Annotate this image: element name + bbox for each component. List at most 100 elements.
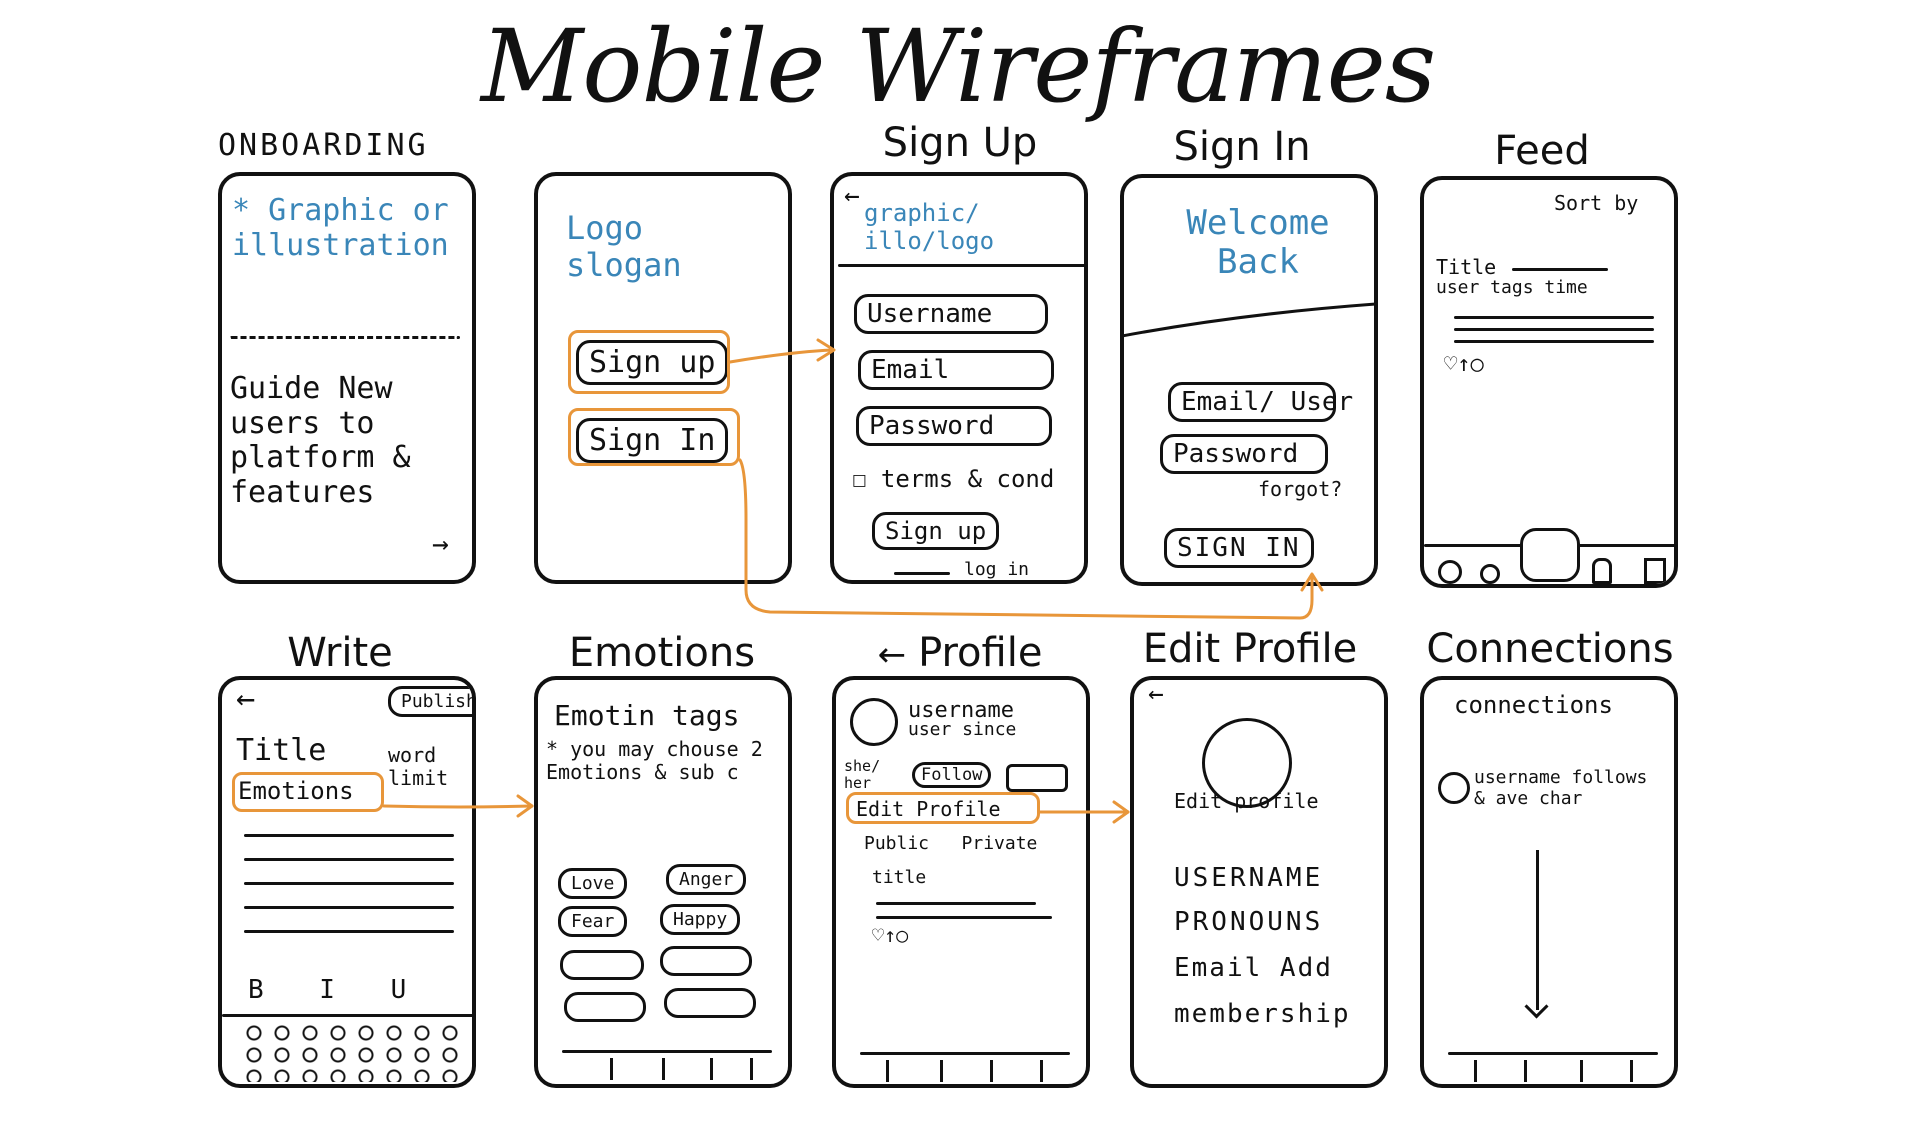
forgot-link[interactable]: forgot?	[1258, 477, 1343, 501]
publish-button[interactable]: Publish	[388, 686, 472, 717]
emotion-tag-empty[interactable]	[664, 988, 756, 1018]
emotion-tag-empty[interactable]	[560, 950, 644, 980]
emotion-tag-empty[interactable]	[564, 992, 646, 1022]
label-sign-in: Sign In	[1173, 124, 1311, 170]
emotion-tag-fear[interactable]: Fear	[558, 906, 628, 937]
feed-title-line	[1512, 268, 1608, 271]
tab-divider	[940, 1060, 943, 1082]
feed-post-actions[interactable]: ♡↑○	[1444, 352, 1484, 377]
field-membership[interactable]: membership	[1174, 999, 1351, 1029]
email-user-field[interactable]: Email/ User	[1168, 382, 1353, 422]
tab-divider	[750, 1058, 753, 1080]
phone-profile: username user since she/ her Follow Edit…	[832, 676, 1090, 1088]
tab-divider	[610, 1058, 613, 1080]
connection-item[interactable]: username follows & ave char	[1474, 767, 1648, 809]
tab-bookmark-icon[interactable]	[1644, 558, 1666, 584]
feed-text-line	[1454, 328, 1654, 331]
label-write: Write	[287, 630, 393, 676]
login-link[interactable]: log in	[964, 559, 1030, 580]
feed-post-title[interactable]: Title	[1436, 255, 1497, 279]
tab-divider	[1630, 1060, 1633, 1082]
tab-divider	[886, 1060, 889, 1082]
feed-text-line	[1454, 316, 1654, 319]
tab-divider	[1474, 1060, 1477, 1082]
label-profile-text: Profile	[918, 630, 1043, 676]
flow-arrow-signin	[738, 458, 1314, 620]
format-toolbar[interactable]: B I U	[248, 975, 427, 1005]
keyboard-keys[interactable]	[240, 1022, 460, 1082]
edit-profile-button[interactable]: Edit Profile	[856, 797, 1001, 821]
tab-divider	[710, 1058, 713, 1080]
back-arrow-icon[interactable]: ←	[1148, 679, 1164, 709]
username-field[interactable]: Username	[854, 294, 1048, 334]
label-profile: ← Profile	[830, 630, 1090, 676]
profile-post-line	[876, 916, 1052, 919]
edit-photo-link[interactable]: Edit profile	[1174, 789, 1319, 813]
emotion-tag-happy[interactable]: Happy	[660, 904, 741, 935]
profile-post-actions[interactable]: ♡↑○	[872, 923, 909, 947]
label-sign-up: Sign Up	[882, 120, 1038, 166]
password-field[interactable]: Password	[856, 406, 1052, 446]
tab-divider	[662, 1058, 665, 1080]
signup-graphic-note: graphic/ illo/logo	[864, 199, 995, 255]
field-username[interactable]: USERNAME	[1174, 863, 1324, 893]
emotion-tag-empty[interactable]	[660, 946, 752, 976]
signin-password-field[interactable]: Password	[1160, 434, 1328, 474]
terms-checkbox[interactable]: ☐ terms & cond	[852, 465, 1055, 493]
phone-sign-in: Welcome Back Email/ User Password forgot…	[1120, 174, 1378, 586]
highlight-emotions	[232, 772, 384, 812]
flow-arrow-emotions	[382, 804, 534, 809]
sign-up-button[interactable]: Sign up	[576, 340, 729, 385]
onboarding-graphic-note: * Graphic or illustration	[232, 193, 449, 263]
back-arrow-icon[interactable]: ←	[236, 679, 256, 717]
tab-divider	[990, 1060, 993, 1082]
back-arrow-icon[interactable]: ←	[844, 181, 860, 211]
profile-photo[interactable]	[1202, 718, 1292, 808]
phone-feed: Sort by Title user tags time ♡↑○	[1420, 176, 1678, 588]
tab-search-icon[interactable]	[1438, 560, 1462, 584]
message-button[interactable]	[1006, 764, 1068, 792]
emotions-selector[interactable]: Emotions	[238, 777, 354, 805]
page-title: Mobile Wireframes	[480, 8, 1436, 125]
write-text-line	[244, 906, 454, 909]
write-text-line	[244, 834, 454, 837]
welcome-back-text: Welcome Back	[1186, 203, 1330, 283]
logo-slogan: Logo slogan	[566, 209, 682, 284]
field-pronouns[interactable]: PRONOUNS	[1174, 907, 1324, 937]
sign-in-submit-button[interactable]: SIGN IN	[1164, 528, 1314, 568]
phone-emotions: Emotin tags * you may chouse 2 Emotions …	[534, 676, 792, 1088]
write-fab-icon[interactable]	[1520, 528, 1580, 582]
emotion-tag-love[interactable]: Love	[558, 868, 628, 899]
field-email[interactable]: Email Add	[1174, 953, 1333, 983]
signup-header-divider	[838, 264, 1084, 267]
tab-profile-icon[interactable]	[1592, 558, 1612, 584]
connections-heading: connections	[1454, 691, 1613, 719]
email-field[interactable]: Email	[858, 350, 1054, 390]
emotion-tags-note: * you may chouse 2 Emotions & sub c	[546, 737, 763, 784]
emotion-tag-anger[interactable]: Anger	[666, 864, 747, 895]
write-title-field[interactable]: Title	[236, 733, 327, 768]
profile-post-title: title	[872, 867, 927, 888]
profile-user-since: user since	[908, 719, 1017, 740]
follow-button[interactable]: Follow	[912, 762, 992, 788]
tab-clock-icon[interactable]	[1480, 564, 1500, 584]
label-onboarding: ONBOARDING	[218, 128, 429, 163]
sign-up-submit-button[interactable]: Sign up	[872, 512, 1000, 550]
tab-divider	[1580, 1060, 1583, 1082]
sort-by-dropdown[interactable]: Sort by	[1554, 191, 1639, 215]
sign-in-button[interactable]: Sign In	[576, 418, 729, 463]
login-dash	[894, 572, 950, 575]
word-limit-text: word limit	[388, 743, 449, 790]
next-arrow-icon[interactable]: →	[432, 527, 449, 560]
signin-curve-divider	[1124, 302, 1374, 338]
feed-post-meta: user tags time	[1436, 277, 1588, 298]
label-feed: Feed	[1494, 128, 1590, 174]
emotion-tags-heading: Emotin tags	[554, 699, 740, 732]
write-text-line	[244, 858, 454, 861]
write-text-line	[244, 930, 454, 933]
back-arrow-icon: ←	[877, 635, 907, 675]
tab-divider	[1040, 1060, 1043, 1082]
scroll-down-arrow-icon	[1536, 850, 1539, 1010]
visibility-toggle[interactable]: Public Private	[864, 833, 1038, 854]
